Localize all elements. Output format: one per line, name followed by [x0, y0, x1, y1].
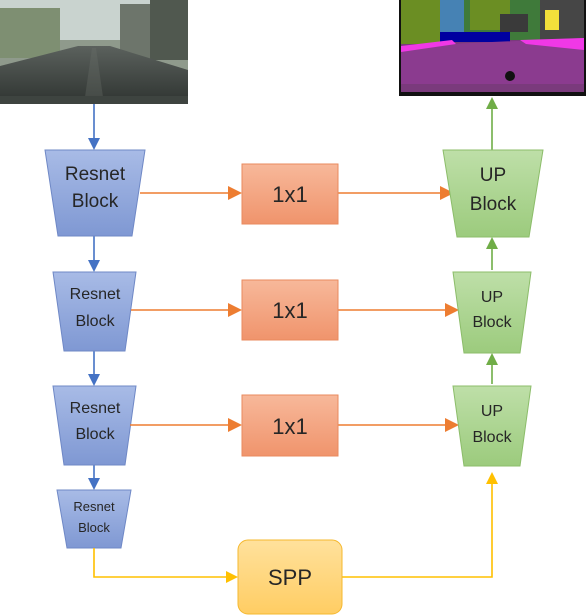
encoder-block-3-label-line1: Resnet	[70, 400, 121, 417]
up-block-3-label-line1: UP	[481, 403, 503, 420]
spp-output-arrow	[342, 472, 498, 578]
conv-1x1-box-1: 1x1	[241, 163, 339, 225]
conv-1x1-label-1: 1x1	[272, 182, 307, 207]
spp-arrows	[93, 472, 498, 583]
spp-label: SPP	[268, 565, 312, 590]
up-block-2: UP Block	[452, 271, 532, 354]
encoder-block-3: Resnet Block	[52, 385, 137, 466]
conv-1x1-box-3: 1x1	[241, 394, 339, 457]
encoder-block-4-label-line2: Block	[78, 520, 110, 535]
encoder-block-1-label-line1: Resnet	[65, 164, 126, 185]
encoder-block-2-label-line1: Resnet	[70, 286, 121, 303]
encoder-block-1-label-line2: Block	[72, 191, 119, 212]
encoder-block-4-label-line1: Resnet	[73, 499, 115, 514]
up-block-3: UP Block	[452, 385, 532, 467]
spp-input-arrow	[93, 548, 238, 583]
conv-1x1-label-3: 1x1	[272, 414, 307, 439]
spp-box: SPP	[237, 539, 343, 615]
up-block-1-label-line1: UP	[480, 165, 506, 186]
up-block-1-label-line2: Block	[470, 194, 517, 215]
up-block-2-label-line1: UP	[481, 289, 503, 306]
encoder-block-4: Resnet Block	[56, 489, 132, 549]
encoder-block-3-label-line2: Block	[75, 426, 115, 443]
up-block-1: UP Block	[442, 149, 544, 238]
lateral-arrows	[130, 186, 459, 432]
encoder-block-2: Resnet Block	[52, 271, 137, 352]
conv-1x1-box-2: 1x1	[241, 279, 339, 341]
conv-1x1-label-2: 1x1	[272, 298, 307, 323]
input-image	[0, 0, 188, 104]
up-block-3-label-line2: Block	[472, 429, 512, 446]
encoder-block-2-label-line2: Block	[75, 313, 115, 330]
output-segmentation-image	[399, 0, 586, 96]
up-block-2-label-line2: Block	[472, 314, 512, 331]
encoder-block-1: Resnet Block	[44, 149, 146, 237]
